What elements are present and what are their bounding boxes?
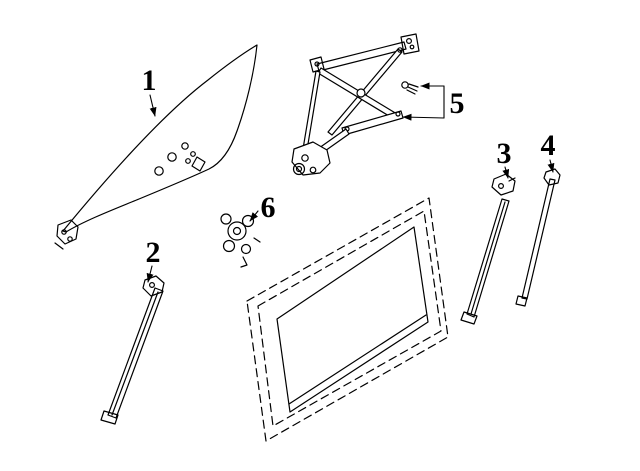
glass-run-channel-front-drawing xyxy=(100,275,165,425)
callout-label-4: 4 xyxy=(541,129,556,162)
leader-arrow-4 xyxy=(547,159,555,173)
leader-lines-layer xyxy=(146,82,555,283)
callout-labels-layer: 1 2 3 4 5 6 xyxy=(142,64,556,269)
window-motor-drawing xyxy=(220,213,261,268)
leader-arrow-1 xyxy=(149,94,157,117)
glass-guide-sash-drawing xyxy=(515,168,561,307)
door-window-glass-drawing xyxy=(54,44,258,250)
callout-label-5: 5 xyxy=(450,87,465,120)
leader-arrow-5b xyxy=(402,113,445,121)
line-art-layer xyxy=(54,33,561,442)
callout-label-3: 3 xyxy=(497,137,512,170)
window-regulator-drawing xyxy=(291,33,420,176)
leader-arrow-2 xyxy=(146,265,154,283)
regulator-bolt-drawing xyxy=(401,81,419,95)
callout-label-1: 1 xyxy=(142,64,157,97)
callout-label-2: 2 xyxy=(146,236,161,269)
door-panel-outline-drawing xyxy=(246,197,449,442)
callout-label-6: 6 xyxy=(261,191,276,224)
leader-arrow-3 xyxy=(502,166,510,179)
leader-arrow-6 xyxy=(249,210,259,222)
